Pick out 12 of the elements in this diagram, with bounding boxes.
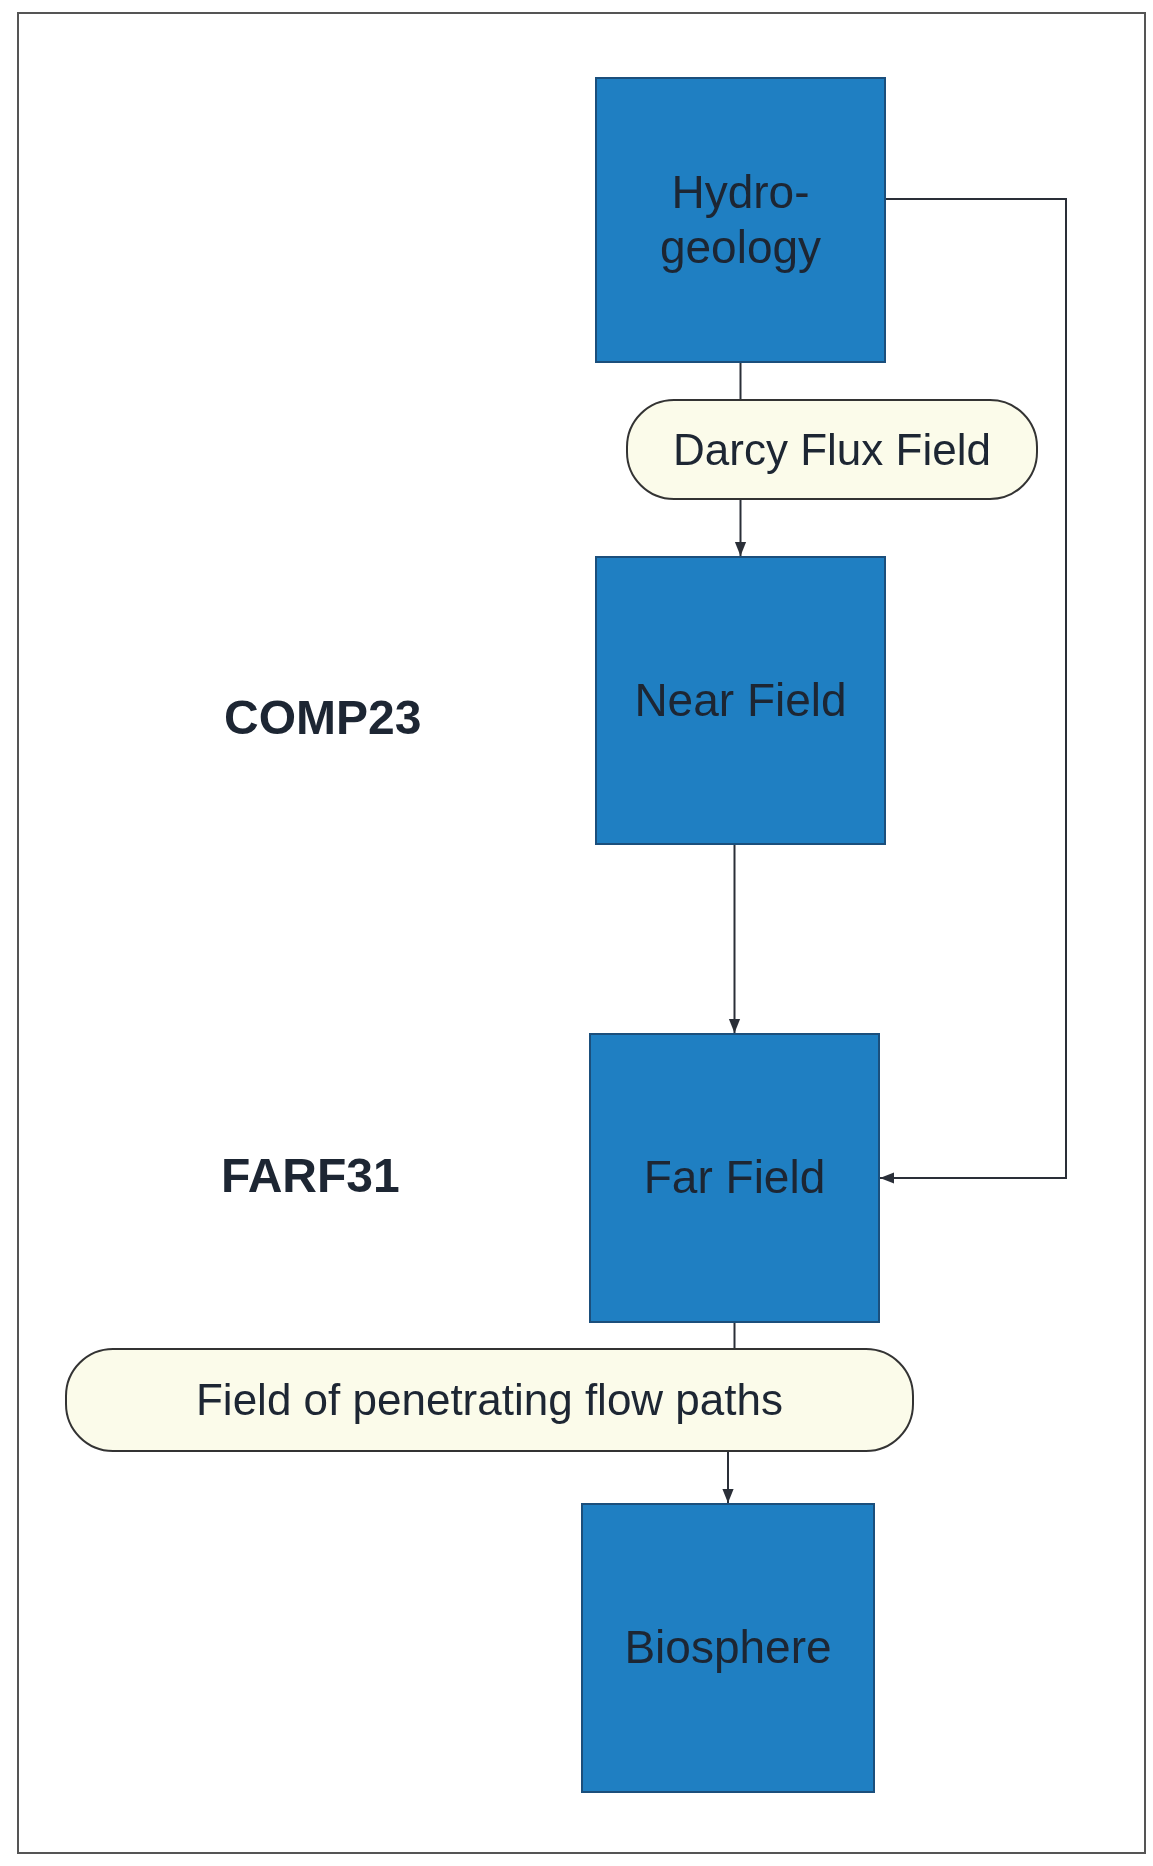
flux-pill: Darcy Flux Field	[626, 399, 1038, 500]
arrow	[722, 1451, 734, 1504]
flux-pill: Field of penetrating flow paths	[65, 1348, 914, 1452]
model-label: COMP23	[224, 690, 422, 745]
process-box: Far Field	[589, 1033, 880, 1323]
arrow	[879, 198, 1067, 1184]
arrow	[728, 844, 741, 1034]
model-label: FARF31	[221, 1148, 400, 1203]
process-box: Near Field	[595, 556, 886, 845]
arrow	[734, 499, 747, 557]
process-box: Biosphere	[581, 1503, 875, 1793]
process-box: Hydro- geology	[595, 77, 886, 363]
